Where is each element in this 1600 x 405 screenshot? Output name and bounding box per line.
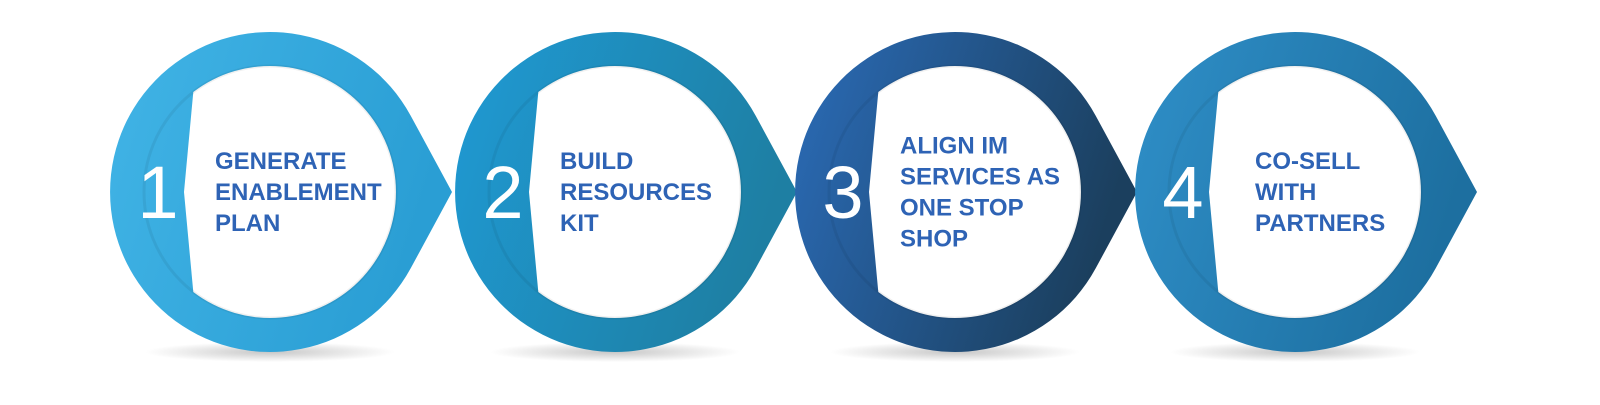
step-label-line: CO-SELL: [1255, 148, 1360, 175]
step-label-line: PLAN: [215, 210, 280, 237]
step-label-line: SHOP: [900, 226, 968, 253]
step-inner-edge: [1167, 64, 1423, 320]
step-label-line: KIT: [560, 210, 599, 237]
step-number-1: 1: [137, 151, 178, 234]
step-inner-edge: [487, 64, 743, 320]
step-label-line: ALIGN IM: [900, 133, 1008, 160]
step-number-4: 4: [1162, 151, 1203, 234]
step-number-3: 3: [822, 151, 863, 234]
step-label-line: ENABLEMENT: [215, 179, 382, 206]
step-inner-1: [184, 66, 396, 319]
step-inner-4: [1209, 66, 1421, 319]
step-number-2: 2: [482, 151, 523, 234]
step-inner-edge: [142, 64, 398, 320]
step-label-line: RESOURCES: [560, 179, 712, 206]
step-texts: 1 GENERATE ENABLEMENT PLAN 2 BUILD RESOURCES KI…: [137, 133, 1385, 253]
step-shadow: [145, 342, 395, 362]
step-shadow: [1170, 342, 1420, 362]
step-label-line: GENERATE: [215, 148, 347, 175]
step-shadow: [830, 342, 1080, 362]
step-label-line: SERVICES AS: [900, 164, 1060, 191]
step-inner-edge: [827, 64, 1083, 320]
step-inner-3: [869, 66, 1081, 319]
step-label-line: BUILD: [560, 148, 633, 175]
step-shadow: [490, 342, 740, 362]
step-inner-2: [529, 66, 741, 319]
step-label-line: ONE STOP: [900, 195, 1024, 222]
step-label-line: WITH: [1255, 179, 1316, 206]
step-label-line: PARTNERS: [1255, 210, 1385, 237]
step-shadows: [145, 342, 1420, 362]
step-rings: [110, 32, 1477, 352]
